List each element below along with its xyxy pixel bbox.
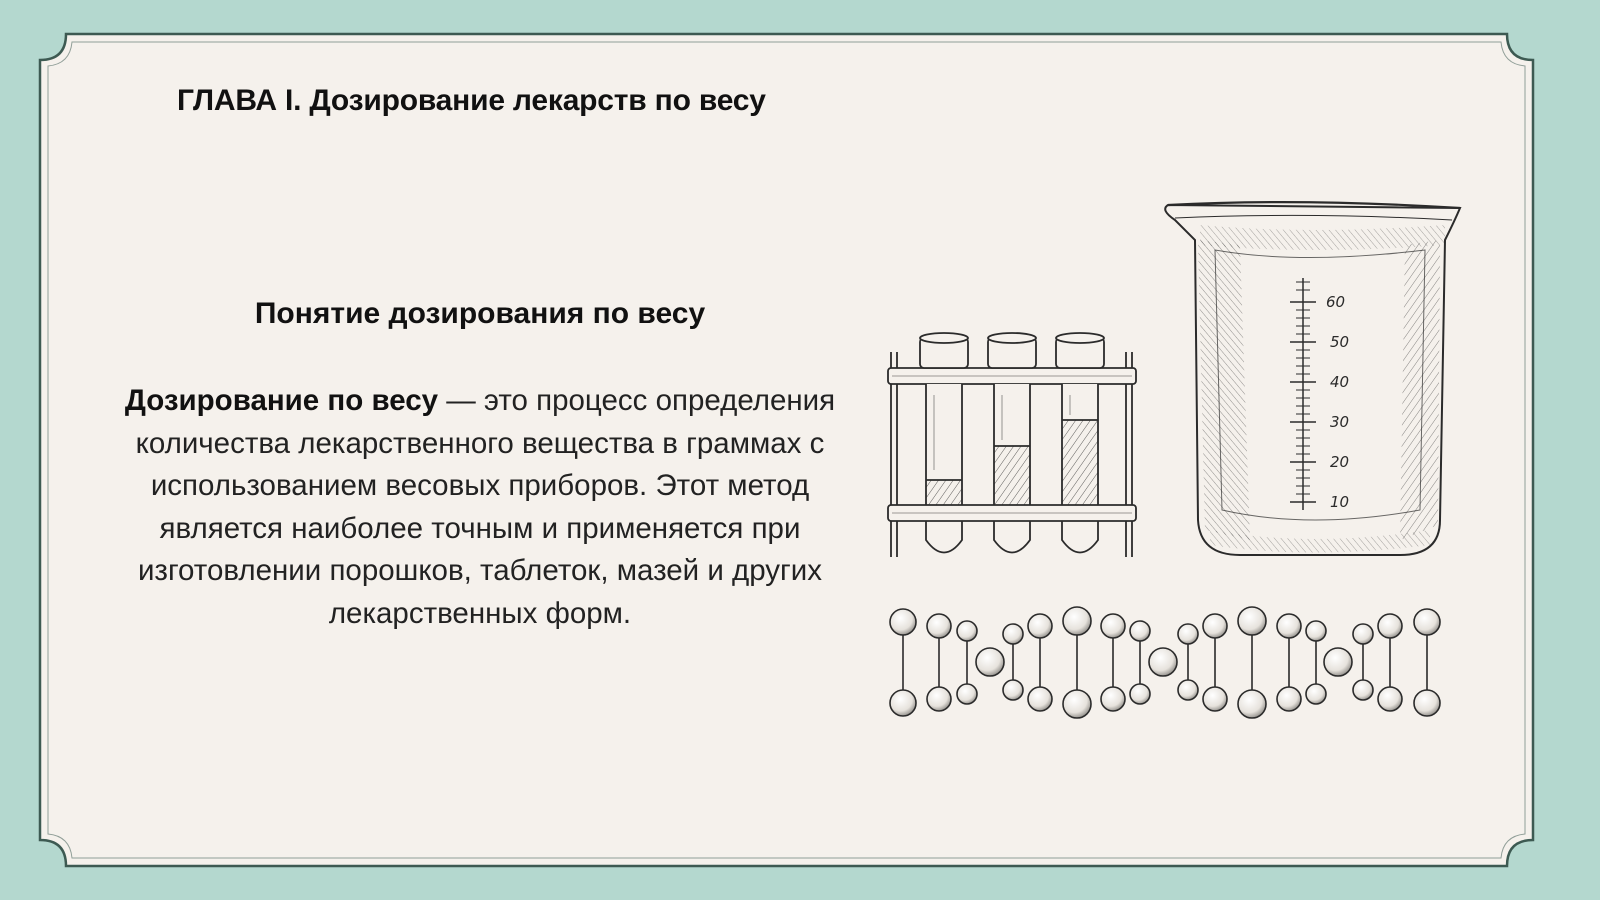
molecule-chain-icon (889, 606, 1441, 719)
beaker-scale-10: 10 (1330, 493, 1349, 511)
beaker-scale-60: 60 (1326, 293, 1345, 311)
section-heading: Понятие дозирования по весу (254, 297, 706, 330)
beaker-scale-30: 30 (1330, 413, 1349, 431)
definition-paragraph: Дозирование по весу — это процесс опреде… (90, 380, 870, 635)
definition-term: Дозирование по весу (124, 384, 439, 417)
beaker-scale-40: 40 (1330, 373, 1349, 391)
beaker-icon: 60 50 40 30 20 10 (1164, 201, 1462, 556)
test-tube-rack-icon (887, 332, 1137, 557)
beaker-scale-50: 50 (1330, 333, 1349, 351)
beaker-scale-20: 20 (1330, 453, 1349, 471)
definition-text: — это процесс определения количества лек… (135, 384, 836, 630)
chapter-title: ГЛАВА I. Дозирование лекарств по весу (177, 84, 766, 117)
